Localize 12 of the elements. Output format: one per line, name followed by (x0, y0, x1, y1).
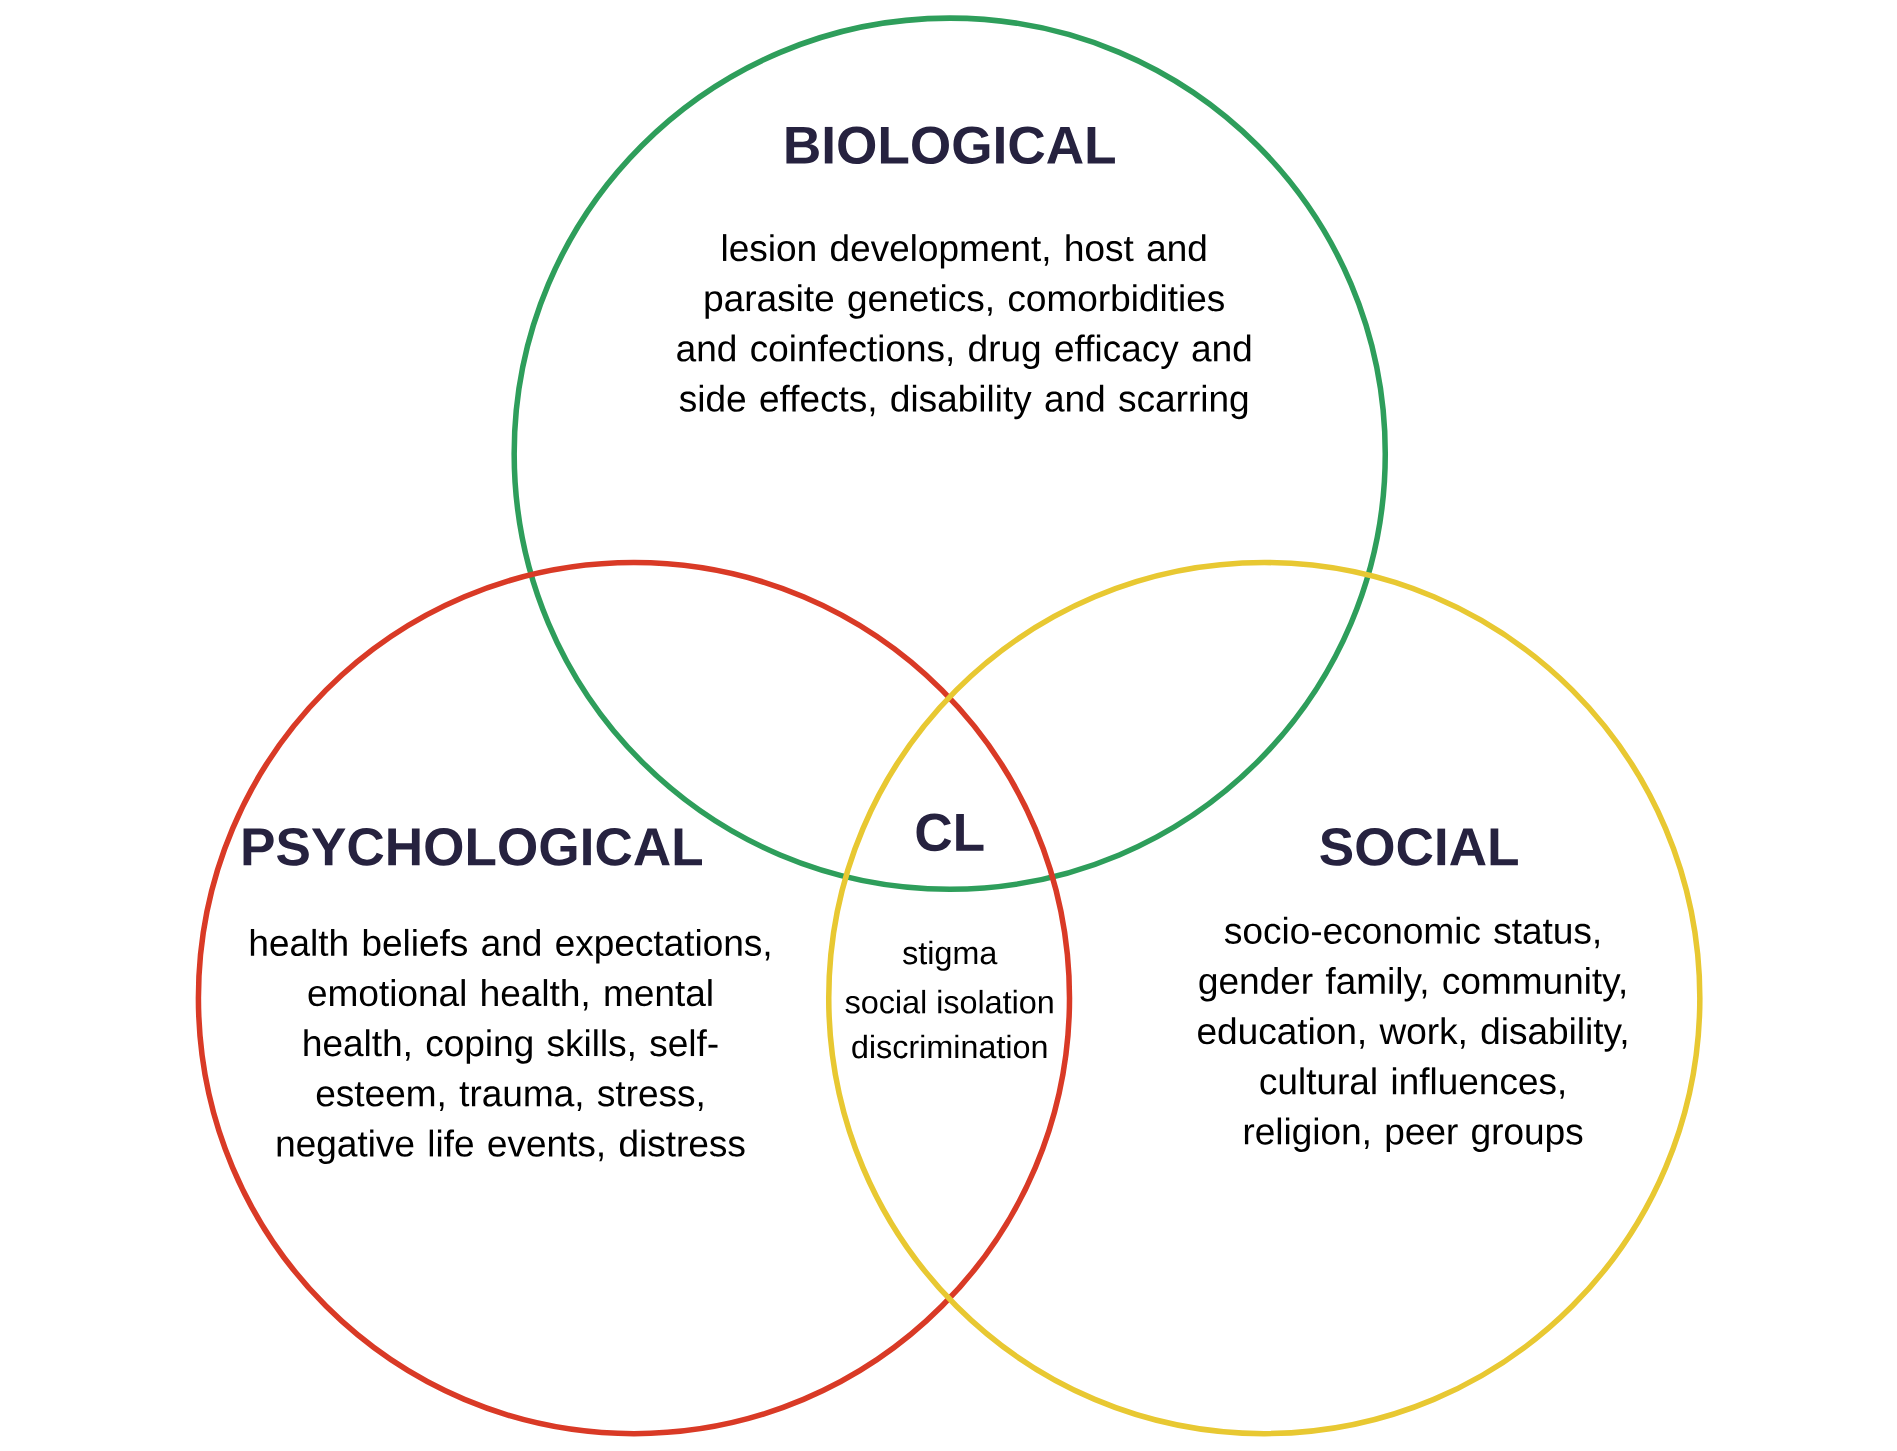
circle-heading: BIOLOGICAL (786, 126, 1115, 165)
venn-circle (195, 560, 1073, 1437)
factor-list: lesion development, host and parasite genetics, comorbidities and coinfections, drug efficacy and side effects, disability and scarring (677, 234, 1251, 420)
center-label: CL (916, 813, 984, 852)
factor-list: health beliefs and expectations, emotional health, mental health, coping skills, self-esteem, trauma, stress, negative life events, distress (250, 929, 770, 1165)
overlap-item: discrimination (852, 1034, 1047, 1059)
factor-list: socio-economic status, gender family, community, education, work, disability, cultural influences, religion, peer groups (1198, 917, 1627, 1153)
overlap-item: stigma (903, 940, 998, 972)
venn-circle (825, 560, 1703, 1437)
overlap-item: social isolation (845, 990, 1053, 1014)
circle-heading: PSYCHOLOGICAL (243, 828, 702, 866)
circle-heading: SOCIAL (1320, 828, 1518, 866)
